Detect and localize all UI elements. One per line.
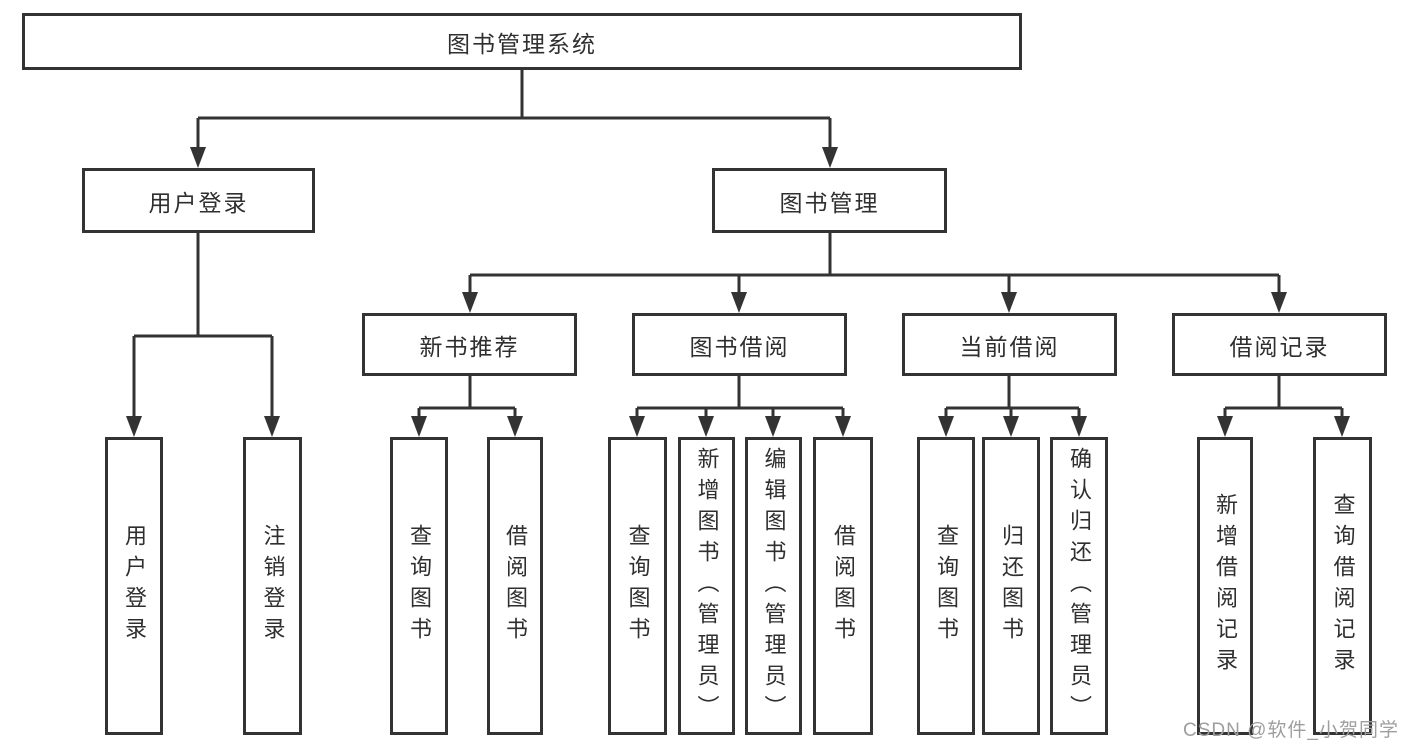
- leaf-records-query-record: 查询借阅记录: [1313, 437, 1372, 735]
- node-new-book-recommend: 新书推荐: [362, 313, 577, 376]
- leaf-records-add-record: 新增借阅记录: [1197, 437, 1253, 735]
- leaf-current-query-books: 查询图书: [917, 437, 975, 735]
- leaf-current-return-books: 归还图书: [982, 437, 1040, 735]
- csdn-watermark: CSDN @软件_小贺同学: [1183, 720, 1399, 741]
- arrowhead-icons: [126, 147, 1350, 437]
- leaf-borrow-add-books-admin: 新增图书（管理员）: [678, 437, 735, 735]
- leaf-current-confirm-return-admin: 确认归还（管理员）: [1050, 437, 1108, 735]
- tree-edges: [132, 70, 1344, 418]
- leaf-newbook-query-books: 查询图书: [390, 437, 448, 735]
- node-current-borrow: 当前借阅: [902, 313, 1117, 376]
- node-book-borrow: 图书借阅: [632, 313, 847, 376]
- leaf-newbook-borrow-books: 借阅图书: [487, 437, 543, 735]
- leaf-borrow-edit-books-admin: 编辑图书（管理员）: [745, 437, 802, 735]
- node-user-login: 用户登录: [82, 168, 315, 233]
- node-book-management: 图书管理: [712, 168, 947, 233]
- node-borrow-records: 借阅记录: [1172, 313, 1387, 376]
- leaf-borrow-query-books: 查询图书: [608, 437, 667, 735]
- leaf-logout: 注销登录: [243, 437, 302, 735]
- node-root-system: 图书管理系统: [22, 13, 1022, 70]
- leaf-user-login: 用户登录: [105, 437, 163, 735]
- leaf-borrow-borrow-books: 借阅图书: [813, 437, 873, 735]
